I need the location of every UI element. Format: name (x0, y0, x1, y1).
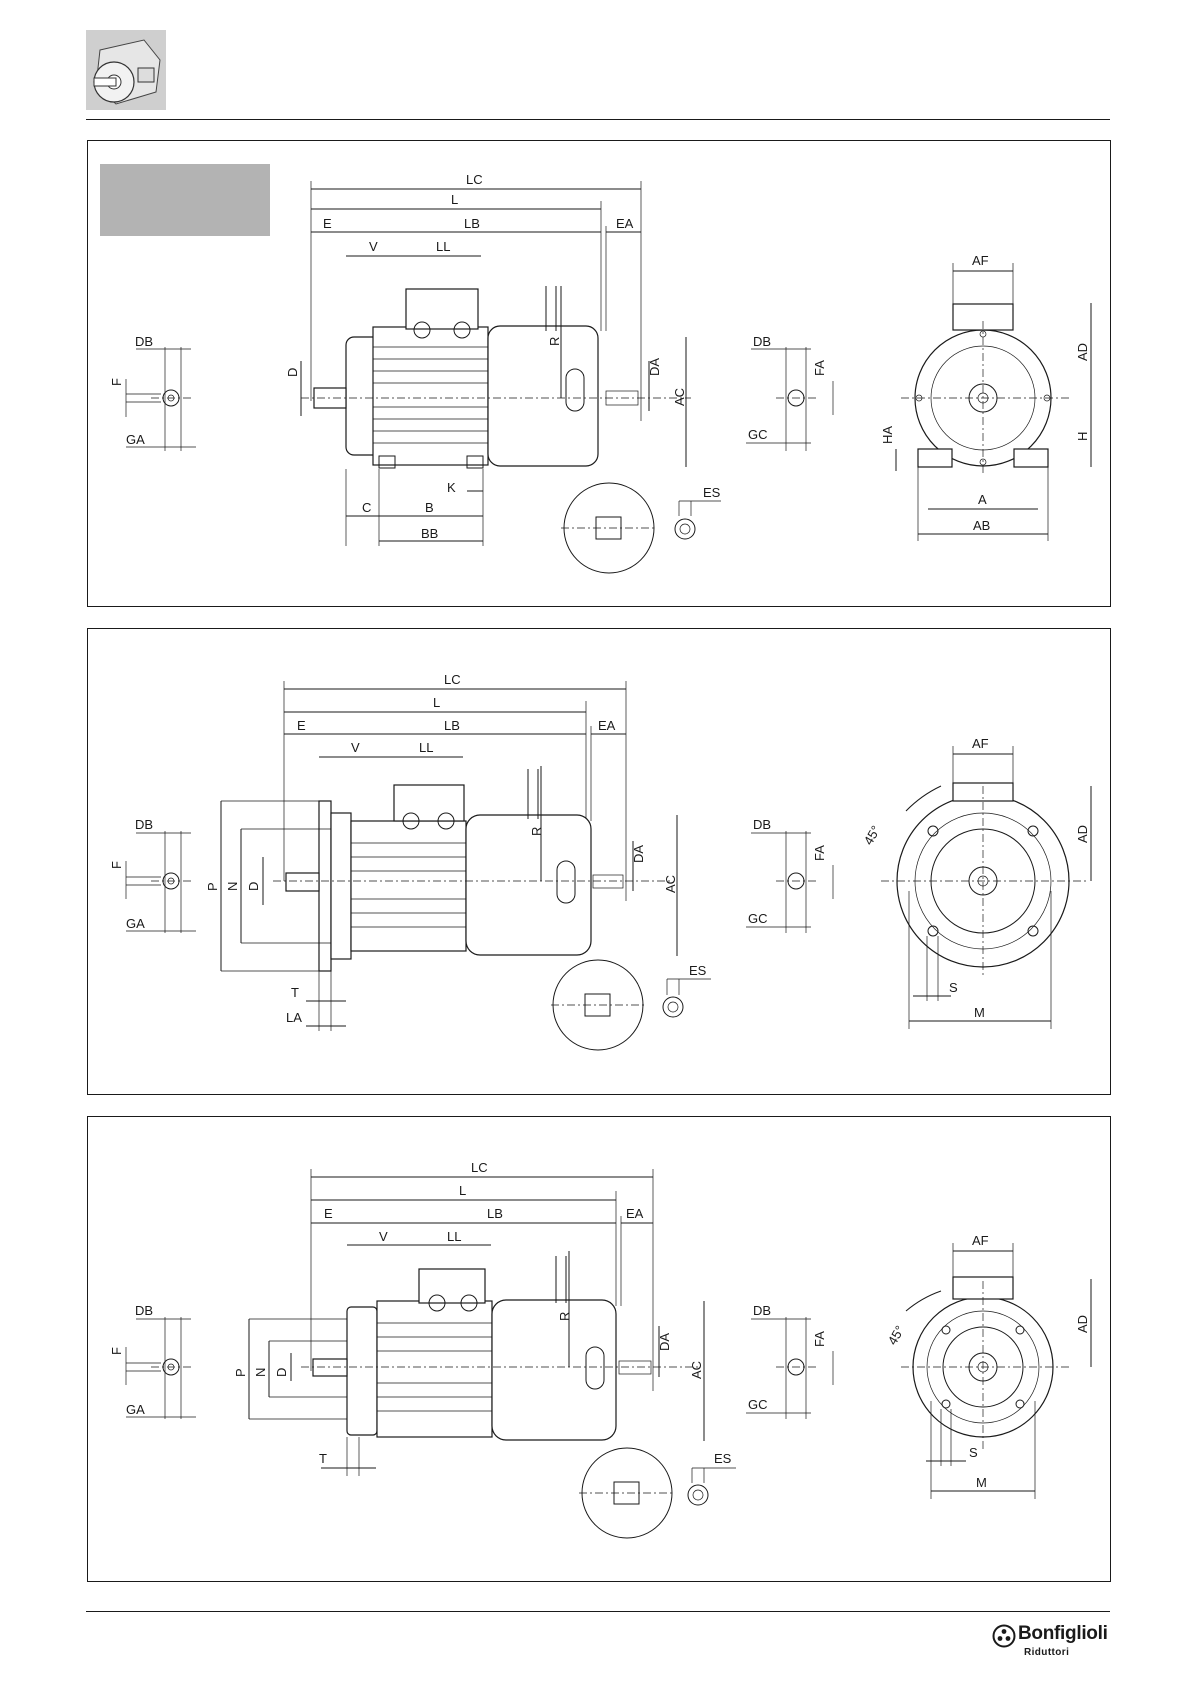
dim-label-l: L (451, 192, 458, 207)
dim-label-m: M (976, 1475, 987, 1490)
dim-label-gc: GC (748, 1397, 768, 1412)
dim-label-ad: AD (1075, 1315, 1090, 1333)
dim-label-ha: HA (880, 426, 895, 444)
dim-label-m: M (974, 1005, 985, 1020)
dim-label-r: R (557, 1312, 572, 1321)
dim-label-ac: AC (689, 1361, 704, 1379)
dim-label-l: L (433, 695, 440, 710)
dim-label-f: F (109, 378, 124, 386)
dim-label-s: S (949, 980, 958, 995)
dim-label-b: B (425, 500, 434, 515)
dim-label-bb: BB (421, 526, 438, 541)
dim-label-ad: AD (1075, 343, 1090, 361)
dim-label-p: P (233, 1368, 248, 1377)
dim-label-db: DB (135, 334, 153, 349)
dim-label-t: T (291, 985, 299, 1000)
dim-label-gc: GC (748, 427, 768, 442)
drawing-panel-flange-mounted: LC L E LB EA V LL R DA AC P N D T LA ES … (87, 628, 1111, 1095)
motor-thumbnail-image (86, 30, 166, 110)
dim-label-ll: LL (436, 239, 450, 254)
dim-label-a: A (978, 492, 987, 507)
dim-label-ab: AB (973, 518, 990, 533)
dim-label-v: V (379, 1229, 388, 1244)
dim-label-lb: LB (444, 718, 460, 733)
dim-label-lc: LC (444, 672, 461, 687)
dim-label-lc: LC (471, 1160, 488, 1175)
dim-label-e: E (297, 718, 306, 733)
dim-label-af: AF (972, 1233, 989, 1248)
angle-label-45: 45° (861, 823, 884, 848)
dim-label-p: P (205, 882, 220, 891)
dim-label-n: N (253, 1368, 268, 1377)
dim-label-ga: GA (126, 1402, 145, 1417)
dim-label-ga: GA (126, 432, 145, 447)
dim-label-l: L (459, 1183, 466, 1198)
dim-label-v: V (369, 239, 378, 254)
dim-label-ga: GA (126, 916, 145, 931)
dim-label-d: D (246, 882, 261, 891)
dim-label-da: DA (647, 358, 662, 376)
dim-label-af: AF (972, 736, 989, 751)
angle-label-45: 45° (885, 1323, 908, 1348)
dim-label-d: D (285, 368, 300, 377)
dim-label-fa: FA (812, 360, 827, 376)
footer-divider (86, 1611, 1110, 1612)
face-mount-drawing: LC L E LB EA V LL R DA AC P N D T ES DB … (88, 1117, 1110, 1581)
dim-label-r: R (529, 827, 544, 836)
dim-label-la: LA (286, 1010, 302, 1025)
header-divider (86, 119, 1110, 120)
dim-label-lc: LC (466, 172, 483, 187)
dim-label-d: D (274, 1368, 289, 1377)
dim-label-lb: LB (464, 216, 480, 231)
brand-mark-icon (992, 1624, 1016, 1648)
dim-label-t: T (319, 1451, 327, 1466)
dim-label-es: ES (714, 1451, 732, 1466)
dim-label-e: E (323, 216, 332, 231)
dim-label-c: C (362, 500, 371, 515)
dim-label-v: V (351, 740, 360, 755)
dim-label-ll: LL (419, 740, 433, 755)
dim-label-f: F (109, 1347, 124, 1355)
dim-label-ea: EA (616, 216, 634, 231)
drawing-title-placeholder (100, 164, 270, 236)
dim-label-db: DB (135, 817, 153, 832)
dim-label-s: S (969, 1445, 978, 1460)
dim-label-lb: LB (487, 1206, 503, 1221)
drawing-panel-face-mounted: LC L E LB EA V LL R DA AC P N D T ES DB … (87, 1116, 1111, 1582)
brand-logo: Bonfiglioli Riduttori (990, 1621, 1115, 1667)
dim-label-ll: LL (447, 1229, 461, 1244)
dim-label-es: ES (703, 485, 721, 500)
dim-label-db-2: DB (753, 334, 771, 349)
brand-subtitle: Riduttori (1024, 1647, 1069, 1658)
dim-label-n: N (225, 882, 240, 891)
dim-label-ad: AD (1075, 825, 1090, 843)
dim-label-es: ES (689, 963, 707, 978)
dim-label-e: E (324, 1206, 333, 1221)
dim-label-r: R (547, 337, 562, 346)
dim-label-db: DB (135, 1303, 153, 1318)
brand-name: Bonfiglioli (1018, 1623, 1108, 1645)
dim-label-ea: EA (598, 718, 616, 733)
dim-label-da: DA (657, 1333, 672, 1351)
dim-label-fa: FA (812, 1331, 827, 1347)
dim-label-ac: AC (672, 388, 687, 406)
dim-label-da: DA (631, 845, 646, 863)
dim-label-h: H (1075, 432, 1090, 441)
dim-label-gc: GC (748, 911, 768, 926)
dim-label-f: F (109, 861, 124, 869)
dim-label-ea: EA (626, 1206, 644, 1221)
dim-label-ac: AC (663, 875, 678, 893)
dim-label-k: K (447, 480, 456, 495)
dim-label-db-2: DB (753, 817, 771, 832)
dim-label-af: AF (972, 253, 989, 268)
dim-label-db-2: DB (753, 1303, 771, 1318)
flange-mount-drawing: LC L E LB EA V LL R DA AC P N D T LA ES … (88, 629, 1110, 1094)
dim-label-fa: FA (812, 845, 827, 861)
